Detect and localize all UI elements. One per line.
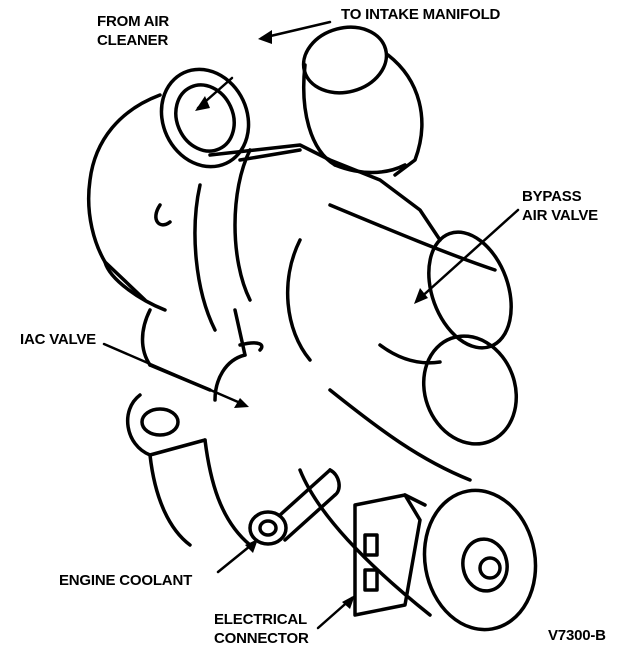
leader-lines (102, 20, 520, 630)
air-inlet-elbow (86, 67, 302, 302)
electrical-connector (353, 493, 427, 617)
bypass-air-valve-leader (416, 208, 520, 302)
engine-coolant-fitting (248, 468, 341, 546)
valve-clip-tab (213, 308, 264, 402)
to-intake-manifold-label: TO INTAKE MANIFOLD (341, 6, 501, 23)
from-air-cleaner-label: FROM AIR CLEANER (97, 13, 170, 49)
figure-code: V7300-B (548, 627, 606, 644)
iac-valve-leader (102, 342, 247, 407)
electrical-connector-label: ELECTRICAL CONNECTOR (214, 611, 309, 647)
iac-valve-label: IAC VALVE (20, 331, 96, 348)
leader-arrowheads (195, 30, 428, 609)
bypass-valve-cylinder (285, 203, 519, 446)
mounting-flange (125, 393, 252, 547)
to-intake-manifold-leader (260, 20, 332, 40)
manifold-outlet-tube (301, 25, 424, 177)
engine-coolant-label: ENGINE COOLANT (59, 572, 193, 589)
bypass-air-valve-label: BYPASS AIR VALVE (522, 188, 598, 224)
